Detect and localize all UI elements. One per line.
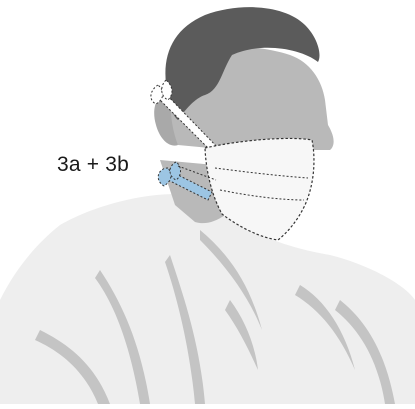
step-label: 3a + 3b — [57, 153, 129, 177]
shirt — [0, 194, 415, 404]
